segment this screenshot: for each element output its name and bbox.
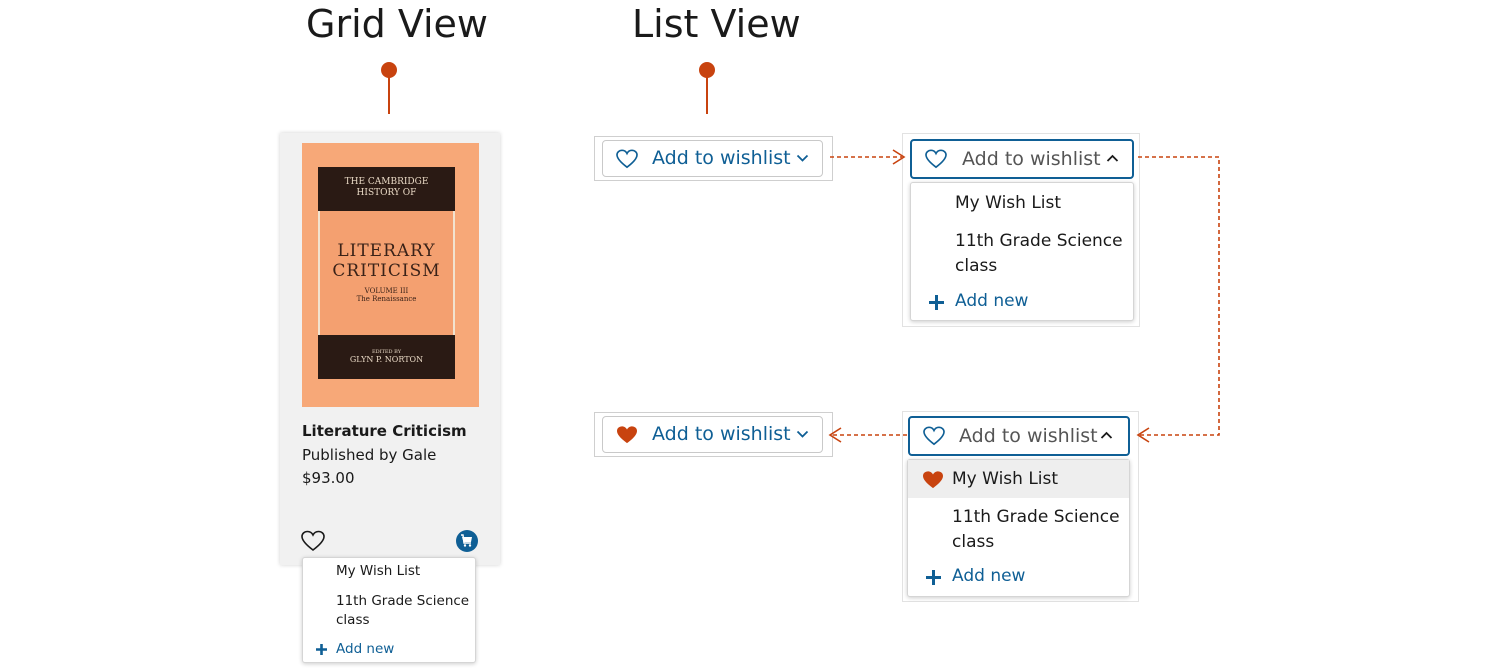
cart-icon <box>461 534 472 547</box>
heart-outline-icon[interactable] <box>301 530 325 552</box>
grid-view-pin <box>381 62 397 78</box>
cover-text: THE CAMBRIDGE <box>344 177 429 187</box>
grid-view-pin-stem <box>388 76 390 114</box>
list-view-heading: List View <box>632 2 801 46</box>
heart-outline-icon <box>925 149 947 169</box>
product-title[interactable]: Literature Criticism <box>302 422 467 440</box>
chevron-down-icon <box>796 430 809 438</box>
add-new-list-button[interactable]: Add new <box>955 291 1029 311</box>
grid-view-heading: Grid View <box>306 2 489 46</box>
menu-item-selected-highlight <box>908 460 1129 498</box>
arrow-head <box>1136 427 1150 443</box>
chevron-up-icon <box>1100 431 1113 439</box>
wishlist-button-label: Add to wishlist <box>959 425 1098 447</box>
cover-text: EDITED BY <box>371 349 402 355</box>
add-to-wishlist-dropdown-added[interactable]: Add to wishlist <box>602 416 823 453</box>
cover-title: LITERARY <box>337 241 436 261</box>
cover-text: GLYN P. NORTON <box>349 355 424 364</box>
add-new-list-button[interactable]: Add new <box>952 566 1026 586</box>
menu-item-label: 11th Grade Science <box>336 593 470 609</box>
menu-item-label: class <box>336 612 370 628</box>
cover-bottom-band: EDITED BY GLYN P. NORTON <box>318 335 455 379</box>
menu-item-label: class <box>952 532 995 552</box>
grid-wishlist-menu: My Wish List 11th Grade Science class Ad… <box>302 557 476 663</box>
heart-filled-icon <box>923 471 943 489</box>
heart-outline-icon <box>616 149 638 169</box>
arrow-head <box>828 427 842 443</box>
arrow-head <box>892 149 906 165</box>
menu-item-label: class <box>955 256 998 276</box>
chevron-up-icon <box>1106 154 1119 162</box>
add-to-wishlist-dropdown-open[interactable]: Add to wishlist <box>910 139 1134 179</box>
wishlist-button-label: Add to wishlist <box>652 147 791 169</box>
menu-item-11th-grade[interactable]: 11th Grade Science class <box>336 592 469 630</box>
add-new-list-button[interactable]: Add new <box>336 641 395 657</box>
wishlist-button-label: Add to wishlist <box>962 148 1101 170</box>
cover-text: HISTORY OF <box>356 188 417 198</box>
wishlist-button-label: Add to wishlist <box>652 423 791 445</box>
add-to-wishlist-dropdown-open[interactable]: Add to wishlist <box>908 416 1130 456</box>
menu-item-11th-grade[interactable]: 11th Grade Science class <box>955 229 1123 279</box>
list-view-pin <box>699 62 715 78</box>
plus-icon <box>929 295 944 310</box>
menu-item-label: 11th Grade Science <box>955 231 1123 251</box>
menu-item-my-wish-list[interactable]: My Wish List <box>952 469 1059 489</box>
product-publisher: Published by Gale <box>302 446 437 464</box>
wishlist-menu-selected: My Wish List 11th Grade Science class Ad… <box>907 459 1130 597</box>
plus-icon <box>316 644 327 655</box>
cover-text: VOLUME III <box>364 287 409 295</box>
add-to-wishlist-dropdown[interactable]: Add to wishlist <box>602 140 823 177</box>
product-price: $93.00 <box>302 469 355 487</box>
plus-icon <box>926 570 941 585</box>
heart-filled-icon <box>617 426 637 444</box>
menu-item-11th-grade[interactable]: 11th Grade Science class <box>952 505 1120 555</box>
cover-text: The Renaissance <box>356 295 417 303</box>
list-view-pin-stem <box>706 76 708 114</box>
wishlist-menu: My Wish List 11th Grade Science class Ad… <box>910 182 1134 321</box>
cover-top-band: THE CAMBRIDGE HISTORY OF <box>318 167 455 211</box>
book-cover-image[interactable]: THE CAMBRIDGE HISTORY OF LITERARY CRITIC… <box>302 143 479 407</box>
menu-item-my-wish-list[interactable]: My Wish List <box>955 193 1062 213</box>
chevron-down-icon <box>796 154 809 162</box>
menu-item-label: 11th Grade Science <box>952 507 1120 527</box>
heart-outline-icon <box>923 426 945 446</box>
cover-title: CRITICISM <box>332 261 441 281</box>
cover-middle: LITERARY CRITICISM VOLUME III The Renais… <box>318 211 455 335</box>
add-to-cart-button[interactable] <box>456 530 478 552</box>
menu-item-my-wish-list[interactable]: My Wish List <box>336 563 421 579</box>
arrow-open-to-selected <box>1138 156 1220 436</box>
